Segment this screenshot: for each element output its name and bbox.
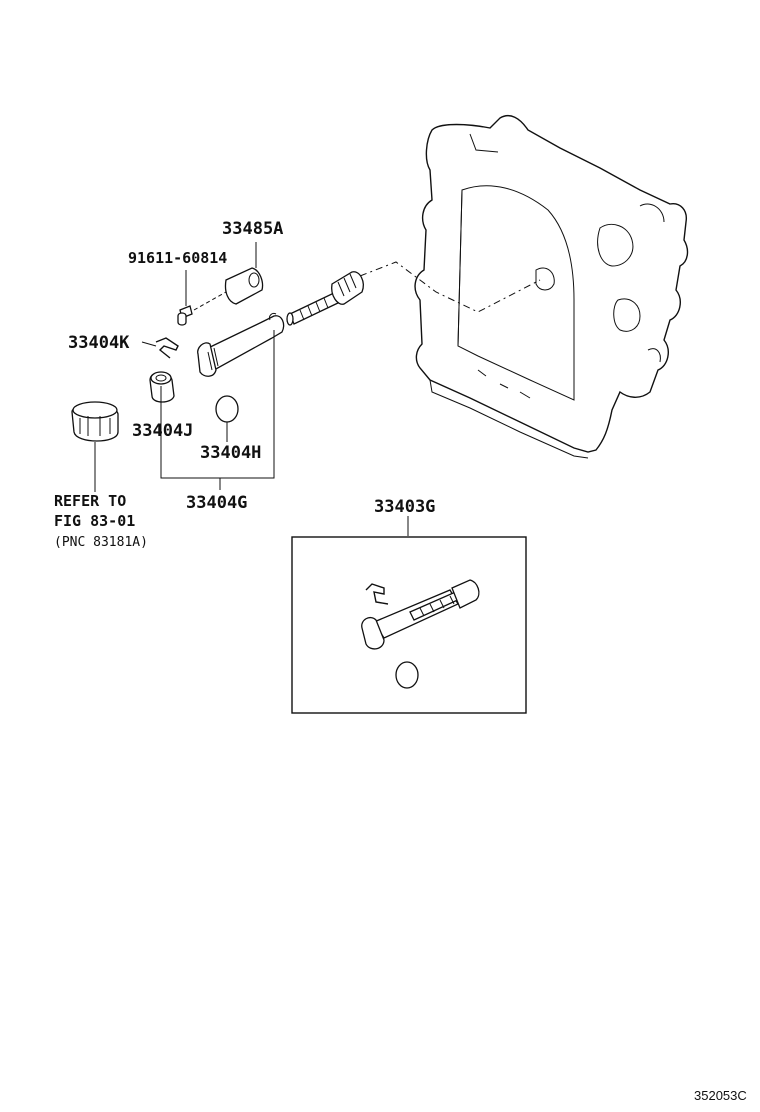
clamp-plate-33485A <box>224 267 264 305</box>
refer-line-1: REFER TO <box>54 492 126 510</box>
leader-lines <box>94 242 409 536</box>
oil-filter-refer <box>71 401 119 442</box>
label-33404K: 33404K <box>68 333 130 353</box>
clip-33404K <box>155 337 179 359</box>
driven-gear-sleeve <box>197 313 285 377</box>
diagram-code: 352053C <box>694 1088 747 1103</box>
bolt-91611-60814 <box>177 305 193 326</box>
kit-33403G-box <box>291 536 527 714</box>
transmission-housing <box>414 114 689 459</box>
label-33404J: 33404J <box>132 421 193 441</box>
label-33485A: 33485A <box>222 219 283 239</box>
assembly-axis-line <box>359 261 541 313</box>
refer-line-3: (PNC 83181A) <box>54 535 148 550</box>
oil-seal-33404J <box>149 371 175 403</box>
kit-33403G-contents <box>361 579 480 689</box>
o-ring-33404H <box>215 395 239 423</box>
label-33404H: 33404H <box>200 443 261 463</box>
label-33403G: 33403G <box>374 497 435 517</box>
bolt-leader-dash <box>193 291 227 311</box>
driven-gear-shaft <box>286 271 364 326</box>
refer-line-2: FIG 83-01 <box>54 512 135 530</box>
label-33404G: 33404G <box>186 493 247 513</box>
label-91611-60814: 91611-60814 <box>128 249 227 267</box>
